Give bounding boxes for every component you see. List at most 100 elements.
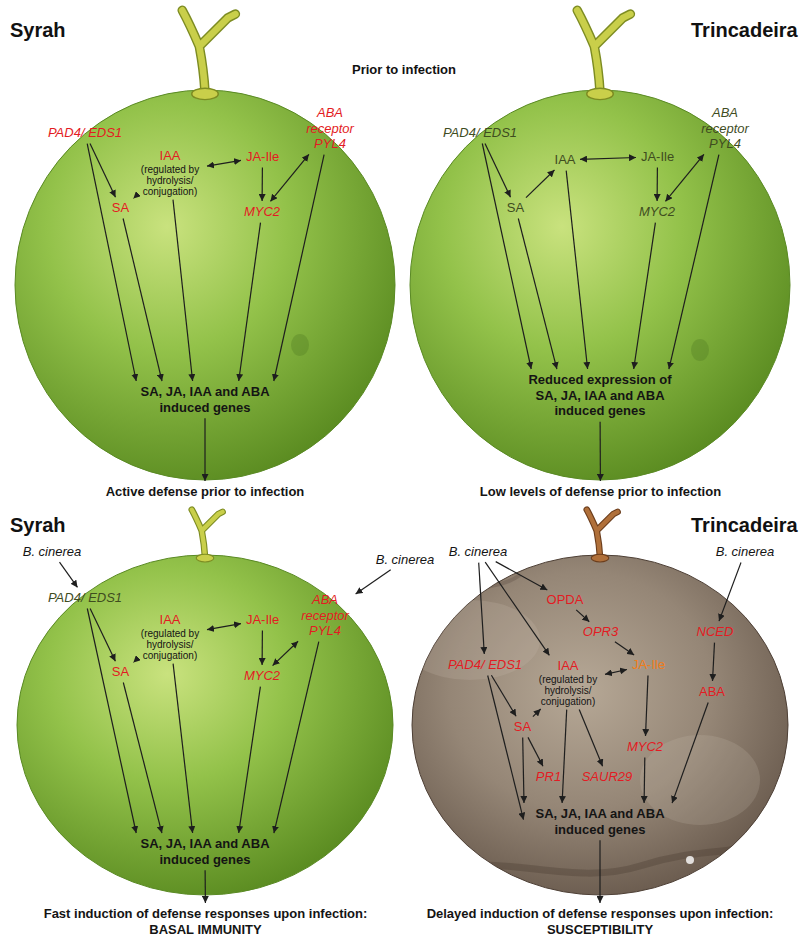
pathway-arrow xyxy=(133,662,134,663)
node-text: Delayed induction of defense responses u… xyxy=(426,906,774,922)
panel-heading: Trincadeira xyxy=(691,513,798,537)
node-text: ABA receptor PYL4 xyxy=(298,592,352,639)
node-text: OPDA xyxy=(546,592,584,608)
pathway-arrow xyxy=(262,631,263,665)
node-text: SA, JA, IAA and ABA induced genes xyxy=(131,836,279,867)
pathway-arrow xyxy=(605,670,627,675)
node-text: ABA xyxy=(698,684,726,700)
spore-dot xyxy=(686,856,694,864)
stem-outline xyxy=(182,10,235,92)
node-text: ABA receptor PYL4 xyxy=(303,105,357,152)
pathway-arrow xyxy=(479,563,485,654)
node-text: OPR3 xyxy=(582,624,619,640)
pathway-label: IAA xyxy=(552,151,578,169)
grape-berry xyxy=(410,90,790,480)
node-text: SA, JA, IAA and ABA induced genes xyxy=(131,384,279,415)
pathway-label: MYC2 xyxy=(241,203,283,221)
pathway-arrow xyxy=(615,642,634,655)
pathway-label: MYC2 xyxy=(624,738,666,756)
pathway-arrow xyxy=(562,710,567,803)
node-text: PAD4/ EDS1 xyxy=(442,125,518,141)
pathway-label: SA xyxy=(109,663,132,681)
pathway-arrow xyxy=(90,608,115,661)
pathway-arrow xyxy=(205,870,206,903)
pathway-label: ABA xyxy=(696,683,728,701)
pathway-arrow xyxy=(656,168,658,201)
pathway-label: B. cinerea xyxy=(20,543,84,561)
pathway-label: B. cinerea xyxy=(446,543,510,561)
pathway-arrow xyxy=(713,643,715,681)
node-text: B. cinerea xyxy=(448,544,508,560)
node-text: Reduced expression of SA, JA, IAA and AB… xyxy=(526,372,674,419)
node-subtext: (regulated by hydrolysis/ conjugation) xyxy=(137,628,203,661)
pathway-label: MYC2 xyxy=(241,667,283,685)
node-text: B. cinerea xyxy=(375,552,435,568)
pathway-arrow xyxy=(90,143,116,197)
pathway-arrow xyxy=(488,676,524,820)
node-text: IAA xyxy=(535,658,601,674)
pathway-label: ABA receptor PYL4 xyxy=(696,104,754,153)
panel-heading: Syrah xyxy=(10,513,66,537)
pathway-arrow xyxy=(239,223,261,381)
node-text: MYC2 xyxy=(638,204,676,220)
node-text: Low levels of defense prior to infection xyxy=(479,484,722,500)
pathway-arrow xyxy=(173,200,193,381)
pathway-label: PAD4/ EDS1 xyxy=(45,124,125,142)
pathway-arrow xyxy=(485,562,549,655)
panel-heading: Trincadeira xyxy=(691,18,798,42)
pathway-arrow xyxy=(204,418,205,481)
pathway-label: IAA(regulated by hydrolysis/ conjugation… xyxy=(135,611,205,662)
node-text: Fast induction of defense responses upon… xyxy=(43,906,368,922)
pathway-arrow xyxy=(576,610,589,622)
node-text: PAD4/ EDS1 xyxy=(447,657,523,673)
node-text: JA-Ile xyxy=(245,149,280,165)
pathway-label: OPR3 xyxy=(580,623,621,641)
pathway-arrow xyxy=(579,709,602,766)
pathway-arrow xyxy=(173,664,193,833)
panel-heading: Syrah xyxy=(10,18,66,42)
node-subtext: (regulated by hydrolysis/ conjugation) xyxy=(137,164,203,197)
grape-stem xyxy=(182,10,235,99)
node-subtext: (regulated by hydrolysis/ conjugation) xyxy=(535,674,601,707)
node-text: PR1 xyxy=(535,769,562,785)
node-text: B. cinerea xyxy=(715,544,775,560)
pathway-arrow xyxy=(133,198,134,199)
node-text: JA-Ile xyxy=(631,657,666,673)
grape-stem xyxy=(587,510,618,562)
pathway-label: JA-Ile xyxy=(243,148,282,166)
node-text: IAA xyxy=(137,148,203,164)
node-text: MYC2 xyxy=(243,204,281,220)
berry-spot xyxy=(691,339,709,361)
node-text: SA xyxy=(513,719,532,735)
stem-fill xyxy=(182,10,235,92)
pathway-arrow xyxy=(273,641,299,665)
pathway-arrow xyxy=(123,683,162,834)
node-text: MYC2 xyxy=(243,668,281,684)
node-subtext: BASAL IMMUNITY xyxy=(43,922,368,938)
pathway-label: IAA(regulated by hydrolysis/ conjugation… xyxy=(135,147,205,198)
pathway-arrow xyxy=(580,158,636,160)
pathway-arrow xyxy=(599,840,600,903)
pathway-arrow xyxy=(672,703,708,804)
pathway-label: ABA receptor PYL4 xyxy=(296,591,354,640)
pathway-label: SA xyxy=(504,199,527,217)
pathway-label: B. cinerea xyxy=(373,551,437,569)
pathway-label: JA-Ile xyxy=(638,148,677,166)
pathway-arrow xyxy=(274,642,319,833)
pathway-arrow xyxy=(207,624,241,630)
pathway-arrow xyxy=(646,676,649,736)
pathway-label: PAD4/ EDS1 xyxy=(440,124,520,142)
pathway-label: OPDA xyxy=(544,591,586,609)
node-text: JA-Ile xyxy=(245,612,280,628)
node-text: SA xyxy=(111,200,130,216)
stem-cap xyxy=(196,554,214,562)
pathway-label: NCED xyxy=(694,623,736,641)
pathway-arrow xyxy=(566,171,587,369)
pathway-arrow xyxy=(528,737,543,766)
pathway-label: MYC2 xyxy=(636,203,678,221)
pathway-label: SAUR29 xyxy=(579,768,635,786)
pathway-arrow xyxy=(491,675,516,716)
